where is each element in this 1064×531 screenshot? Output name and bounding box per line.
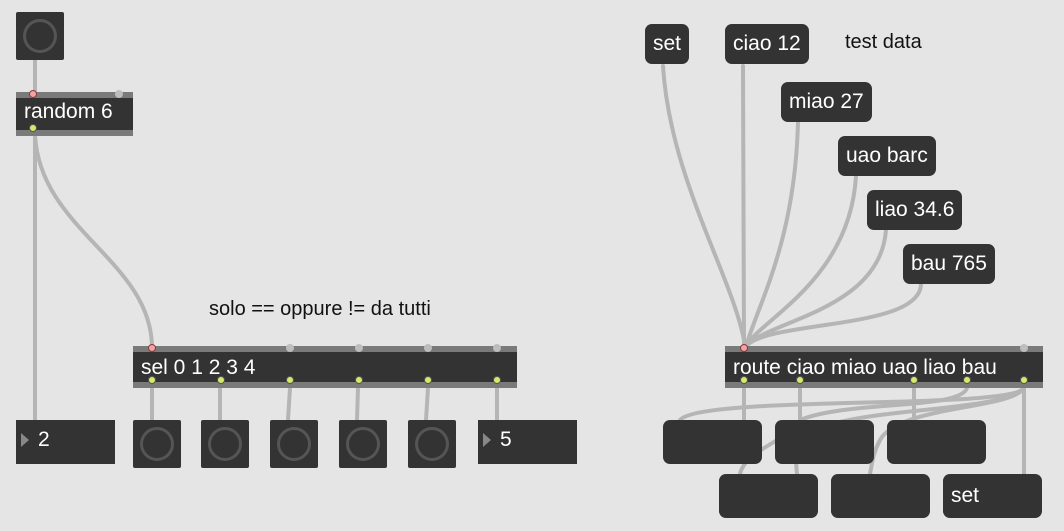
route-outlet-bau[interactable] bbox=[1020, 376, 1028, 384]
random-object-label: random 6 bbox=[24, 100, 113, 123]
cord-random-sel bbox=[33, 133, 154, 348]
sel-object[interactable]: sel 0 1 2 3 4 bbox=[133, 344, 517, 388]
sel-outlet-4[interactable] bbox=[424, 376, 432, 384]
number-box-left[interactable]: 2 bbox=[16, 420, 115, 464]
message-output-5[interactable] bbox=[831, 474, 930, 518]
bang-circle-icon bbox=[415, 427, 449, 461]
bang-sel-0[interactable] bbox=[133, 420, 181, 468]
sel-outlet-1[interactable] bbox=[217, 376, 225, 384]
sel-inlet-4[interactable] bbox=[424, 344, 432, 352]
cord-sel-3 bbox=[355, 386, 360, 422]
cord-uao-route bbox=[744, 174, 858, 348]
random-inlet-right[interactable] bbox=[115, 90, 123, 98]
route-outlet-uao[interactable] bbox=[910, 376, 918, 384]
number-box-right[interactable]: 5 bbox=[478, 420, 577, 464]
message-ciao[interactable]: ciao 12 bbox=[725, 24, 809, 64]
route-object-label: route ciao miao uao liao bau bbox=[733, 356, 997, 379]
bang-circle-icon bbox=[346, 427, 380, 461]
route-inlet-left[interactable] bbox=[740, 344, 748, 352]
route-outlet-miao[interactable] bbox=[796, 376, 804, 384]
message-set-bottom[interactable]: set bbox=[943, 474, 1042, 518]
cord-route-out-bau-a bbox=[678, 386, 1026, 422]
message-uao[interactable]: uao barc bbox=[838, 136, 936, 176]
cord-ciao-route bbox=[741, 64, 746, 348]
sel-inlet-2[interactable] bbox=[286, 344, 294, 352]
message-set-top[interactable]: set bbox=[645, 24, 690, 64]
message-miao[interactable]: miao 27 bbox=[781, 82, 872, 122]
top-bang-button[interactable] bbox=[16, 12, 64, 60]
bang-circle-icon bbox=[208, 427, 242, 461]
test-data-comment: test data bbox=[845, 31, 922, 53]
bang-circle-icon bbox=[277, 427, 311, 461]
message-liao[interactable]: liao 34.6 bbox=[867, 190, 963, 230]
cord-set-route bbox=[661, 64, 747, 348]
bang-sel-3[interactable] bbox=[339, 420, 387, 468]
cord-bau-route bbox=[744, 282, 923, 348]
cord-sel-2 bbox=[286, 386, 292, 422]
cord-sel-4 bbox=[424, 386, 430, 422]
cord-miao-route bbox=[744, 120, 800, 348]
random-inlet-left[interactable] bbox=[29, 90, 37, 98]
sel-inlet-3[interactable] bbox=[355, 344, 363, 352]
sel-outlet-2[interactable] bbox=[286, 376, 294, 384]
bang-sel-1[interactable] bbox=[201, 420, 249, 468]
number-triangle-icon bbox=[21, 433, 29, 447]
sel-inlet-left[interactable] bbox=[148, 344, 156, 352]
number-right-value: 5 bbox=[500, 428, 512, 451]
sel-comment: solo == oppure != da tutti bbox=[209, 298, 431, 320]
bang-sel-4[interactable] bbox=[408, 420, 456, 468]
sel-outlet-reject[interactable] bbox=[493, 376, 501, 384]
route-outlet-ciao[interactable] bbox=[740, 376, 748, 384]
bang-circle-icon bbox=[23, 19, 57, 53]
number-triangle-icon bbox=[483, 433, 491, 447]
route-outlet-liao[interactable] bbox=[963, 376, 971, 384]
message-output-2[interactable] bbox=[775, 420, 874, 464]
message-bau[interactable]: bau 765 bbox=[903, 244, 995, 284]
number-left-value: 2 bbox=[38, 428, 50, 451]
sel-outlet-3[interactable] bbox=[355, 376, 363, 384]
bang-circle-icon bbox=[140, 427, 174, 461]
sel-inlet-5[interactable] bbox=[493, 344, 501, 352]
sel-outlet-0[interactable] bbox=[148, 376, 156, 384]
message-output-4[interactable] bbox=[719, 474, 818, 518]
sel-object-label: sel 0 1 2 3 4 bbox=[141, 356, 256, 379]
message-output-1[interactable] bbox=[663, 420, 762, 464]
route-object[interactable]: route ciao miao uao liao bau bbox=[725, 344, 1043, 388]
bang-sel-2[interactable] bbox=[270, 420, 318, 468]
random-outlet[interactable] bbox=[29, 124, 37, 132]
random-object[interactable]: random 6 bbox=[16, 90, 133, 136]
message-output-3[interactable] bbox=[887, 420, 986, 464]
route-inlet-right[interactable] bbox=[1020, 344, 1028, 352]
